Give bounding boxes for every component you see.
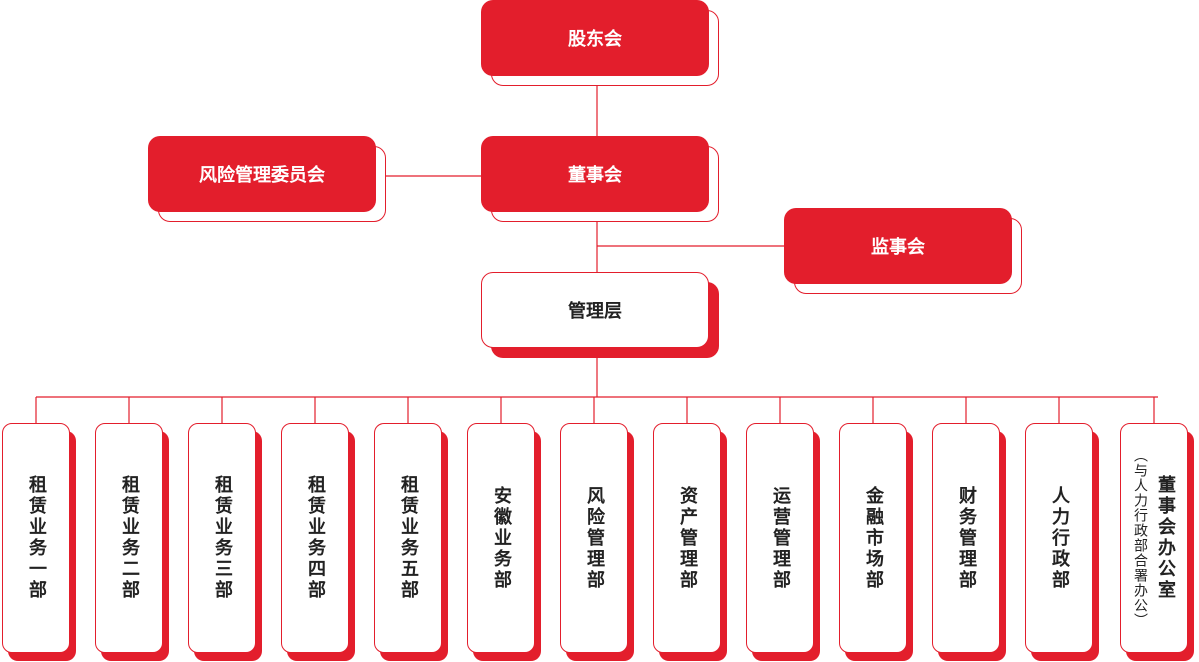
department-box-7[interactable]: 风险管理部 — [560, 423, 634, 661]
department-label: 安徽业务部 — [491, 485, 512, 591]
risk-committee-label: 风险管理委员会 — [199, 165, 325, 186]
department-box-3[interactable]: 租赁业务三部 — [188, 423, 262, 661]
department-label: 财务管理部 — [956, 485, 977, 591]
department-box-10[interactable]: 金融市场部 — [839, 423, 913, 661]
board-label: 董事会 — [568, 165, 622, 186]
board-node[interactable]: 董事会 — [481, 136, 721, 224]
department-label: 风险管理部 — [584, 485, 605, 591]
department-box-8[interactable]: 资产管理部 — [653, 423, 727, 661]
department-box-9[interactable]: 运营管理部 — [746, 423, 820, 661]
department-box-13[interactable]: 董事会办公室 （与人力行政部合署办公） — [1120, 423, 1194, 661]
management-node[interactable]: 管理层 — [481, 272, 721, 360]
department-label: 租赁业务二部 — [119, 475, 140, 601]
department-box-1[interactable]: 租赁业务一部 — [2, 423, 76, 661]
department-box-4[interactable]: 租赁业务四部 — [281, 423, 355, 661]
supervisory-board-label: 监事会 — [871, 237, 925, 258]
management-label: 管理层 — [568, 301, 622, 322]
shareholders-label: 股东会 — [568, 29, 622, 50]
department-box-6[interactable]: 安徽业务部 — [467, 423, 541, 661]
department-label: 租赁业务一部 — [26, 475, 47, 601]
shareholders-node[interactable]: 股东会 — [481, 0, 721, 88]
department-label: 资产管理部 — [677, 485, 698, 591]
department-label: 人力行政部 — [1049, 485, 1070, 591]
risk-committee-node[interactable]: 风险管理委员会 — [148, 136, 388, 224]
department-label: 租赁业务三部 — [212, 475, 233, 601]
department-box-2[interactable]: 租赁业务二部 — [95, 423, 169, 661]
department-sublabel: （与人力行政部合署办公） — [1132, 448, 1148, 628]
department-box-5[interactable]: 租赁业务五部 — [374, 423, 448, 661]
department-box-11[interactable]: 财务管理部 — [932, 423, 1006, 661]
department-label: 租赁业务五部 — [398, 475, 419, 601]
department-label: 运营管理部 — [770, 485, 791, 591]
department-label: 董事会办公室 — [1155, 475, 1176, 601]
supervisory-board-node[interactable]: 监事会 — [784, 208, 1024, 296]
department-label: 金融市场部 — [863, 485, 884, 591]
department-label: 租赁业务四部 — [305, 475, 326, 601]
department-drop-lines — [35, 397, 1155, 423]
department-box-12[interactable]: 人力行政部 — [1025, 423, 1099, 661]
